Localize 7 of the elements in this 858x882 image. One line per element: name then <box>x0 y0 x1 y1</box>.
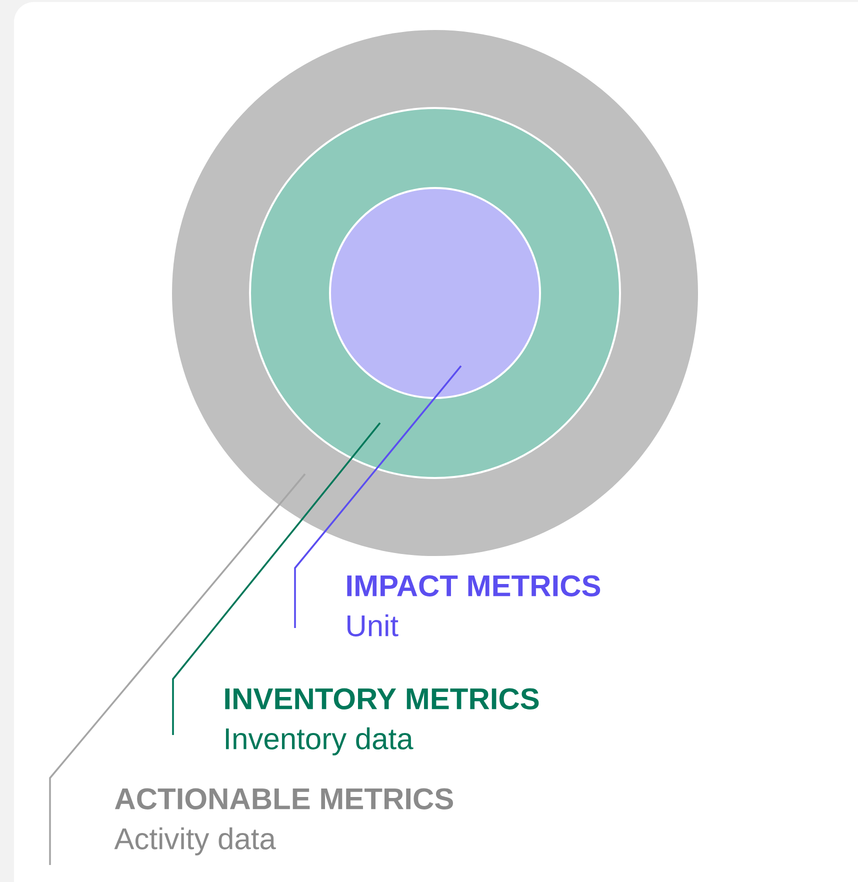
metric-label: ACTIONABLE METRICS Activity data <box>114 788 453 856</box>
metric-label: INVENTORY METRICS Inventory data <box>225 688 539 756</box>
leader-line <box>49 473 306 865</box>
leader-line <box>172 422 381 735</box>
ring-circle <box>329 187 541 399</box>
leader-line <box>294 365 462 628</box>
metric-label: IMPACT METRICS Unit <box>347 575 600 636</box>
